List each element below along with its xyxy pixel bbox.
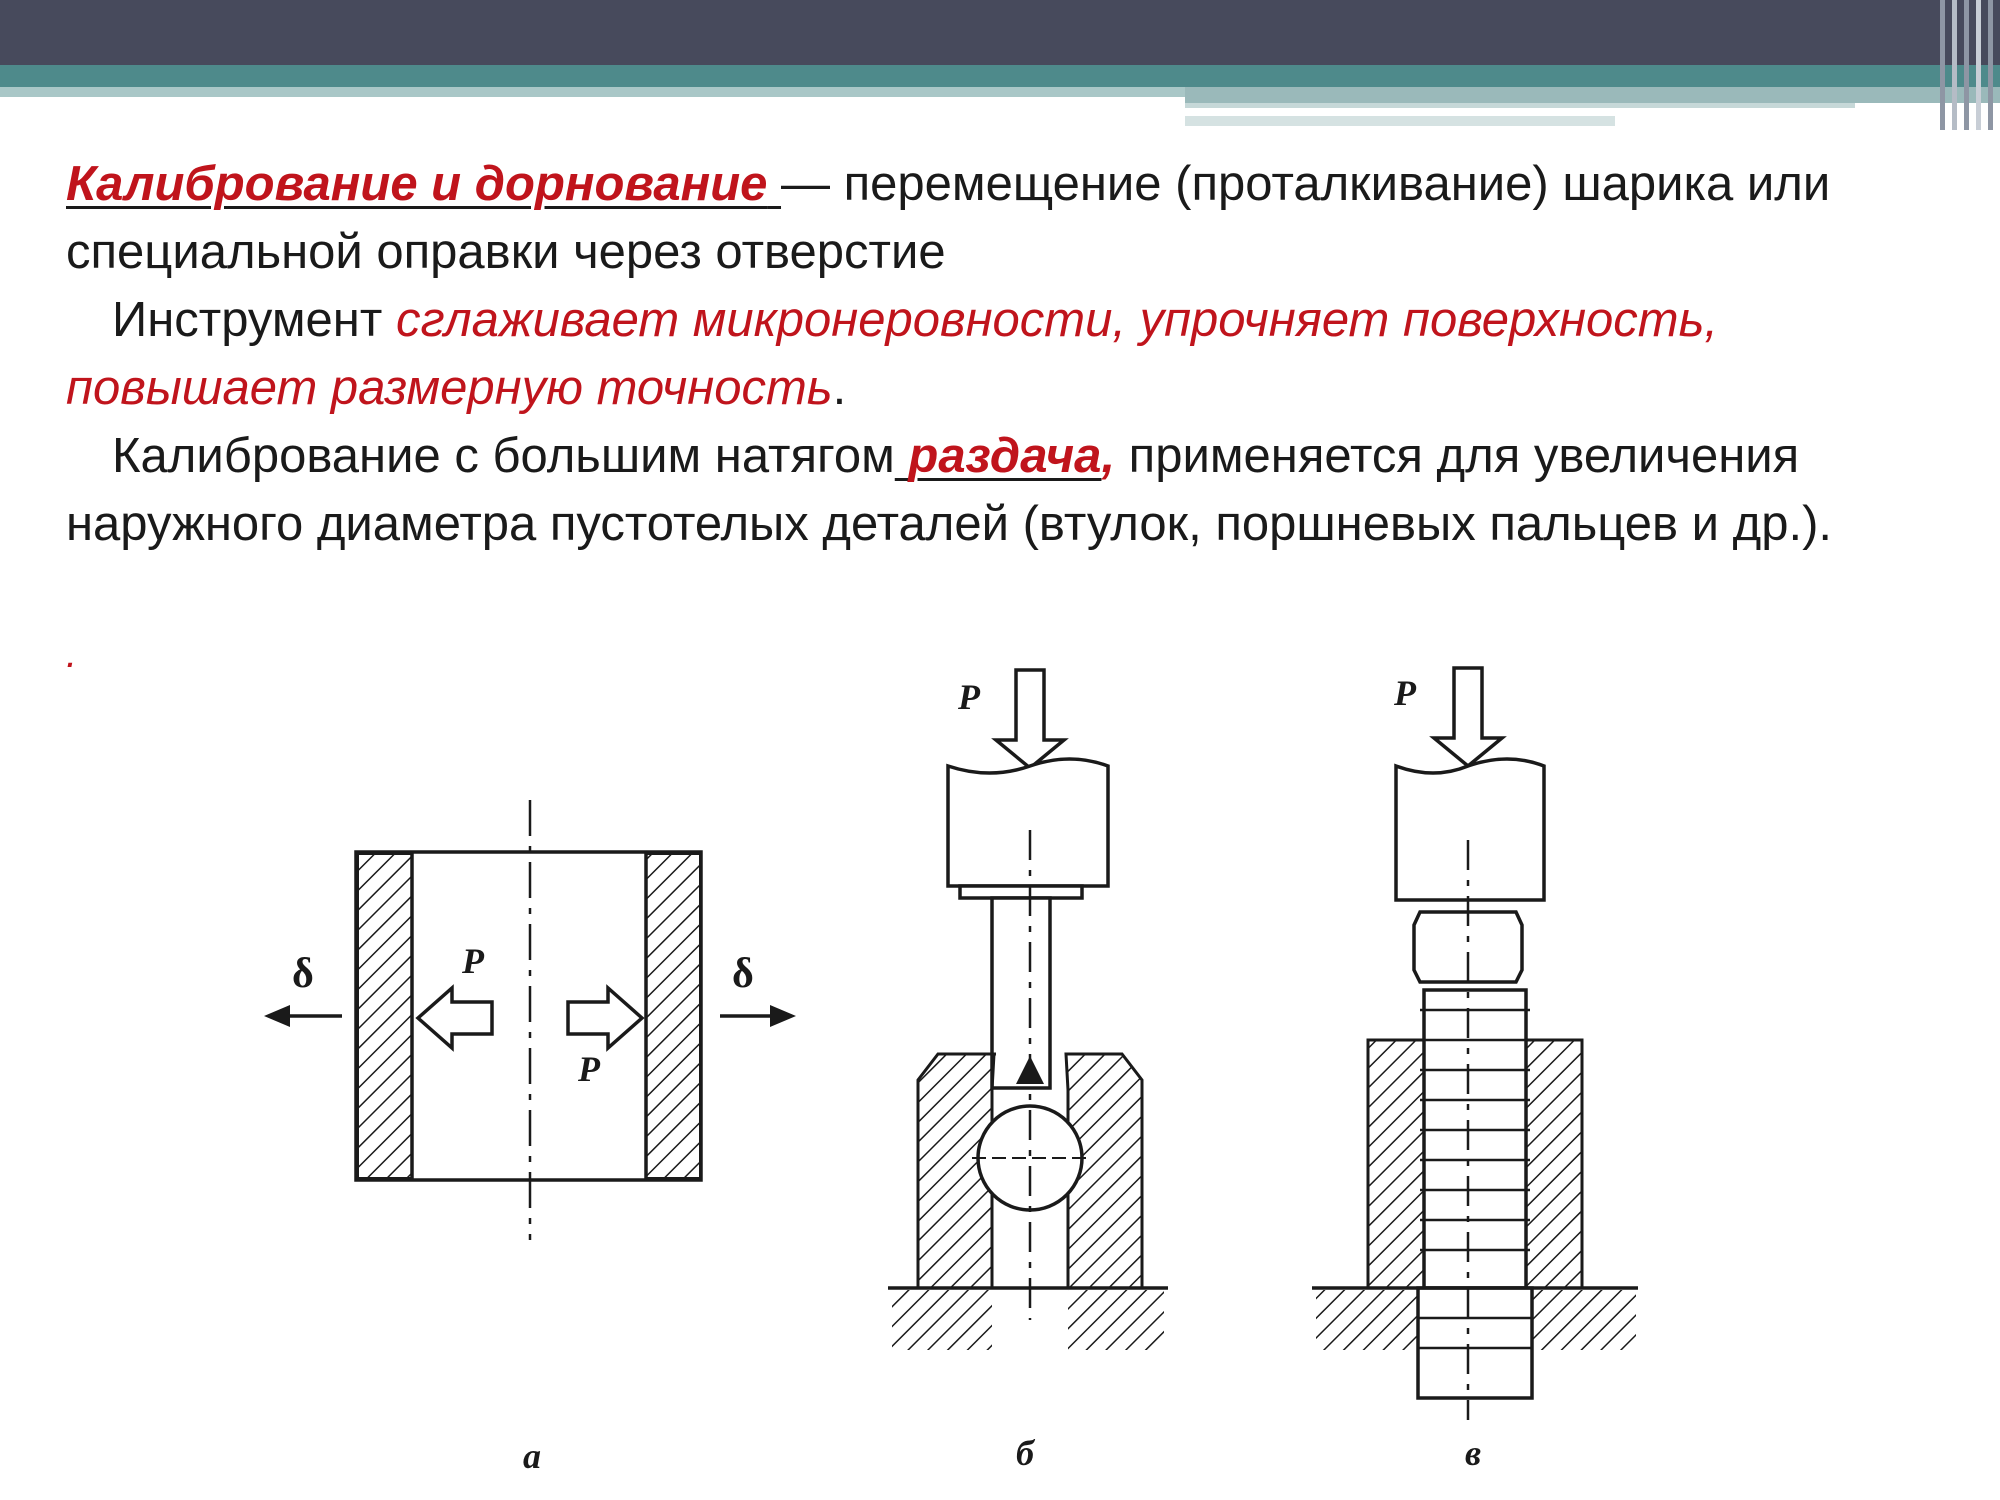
paragraph-tool: Инструмент сглаживает микронеровности, у…	[66, 293, 1718, 415]
caption-c: в	[1465, 1433, 1482, 1473]
figure-c-mandrel-calibration	[1312, 666, 1638, 1420]
force-label-a-left: P	[462, 941, 484, 981]
delta-label-left: δ	[292, 951, 314, 997]
slide-body-text: Калибрование и дорнование — перемещение …	[66, 150, 1966, 558]
definition-text: — перемещение (проталкивание) шарика или…	[66, 157, 1831, 279]
slide-header-decoration	[0, 0, 2000, 130]
force-label-a-right: P	[578, 1049, 600, 1089]
caption-b: б	[1016, 1433, 1034, 1473]
figure-b-ball-calibration	[888, 668, 1168, 1350]
stray-dot: .	[66, 632, 78, 676]
expansion-text: применяется для увеличения наружного диа…	[66, 429, 1833, 551]
caption-a: а	[523, 1436, 541, 1476]
term-calibration: Калибрование и дорнование	[66, 157, 768, 211]
term-expansion: раздача	[908, 429, 1102, 483]
paragraph-definition: Калибрование и дорнование — перемещение …	[66, 150, 1966, 286]
delta-label-right: δ	[732, 951, 754, 997]
force-label-b: P	[958, 677, 980, 717]
tool-effects-text: сглаживает микронеровности, упрочняет по…	[66, 293, 1718, 415]
figure-a-bushing	[264, 800, 796, 1240]
paragraph-expansion: Калибрование с большим натягом раздача, …	[66, 429, 1833, 551]
force-label-c: P	[1394, 673, 1416, 713]
